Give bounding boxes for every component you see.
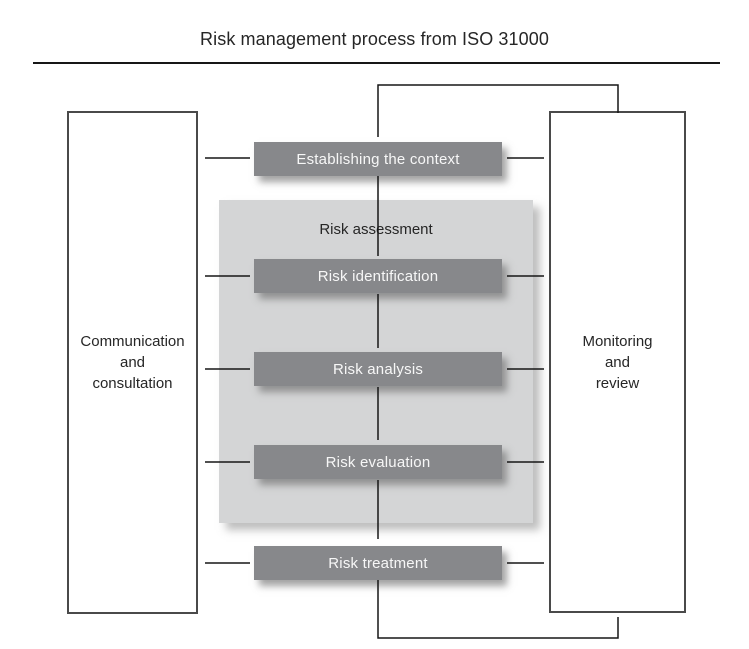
step-risk-evaluation: Risk evaluation [254,445,502,479]
title-underline [33,62,720,64]
communication-consultation-label: Communication and consultation [80,333,185,392]
communication-consultation-box: Communication and consultation [67,111,198,614]
step-risk-identification: Risk identification [254,259,502,293]
monitoring-review-label: Monitoring and review [582,332,653,392]
monitoring-review-box: Monitoring and review [549,111,686,613]
step-establishing-the-context: Establishing the context [254,142,502,176]
diagram-title: Risk management process from ISO 31000 [200,29,549,49]
risk-assessment-label: Risk assessment [319,221,433,238]
step-risk-analysis: Risk analysis [254,352,502,386]
step-risk-treatment: Risk treatment [254,546,502,580]
